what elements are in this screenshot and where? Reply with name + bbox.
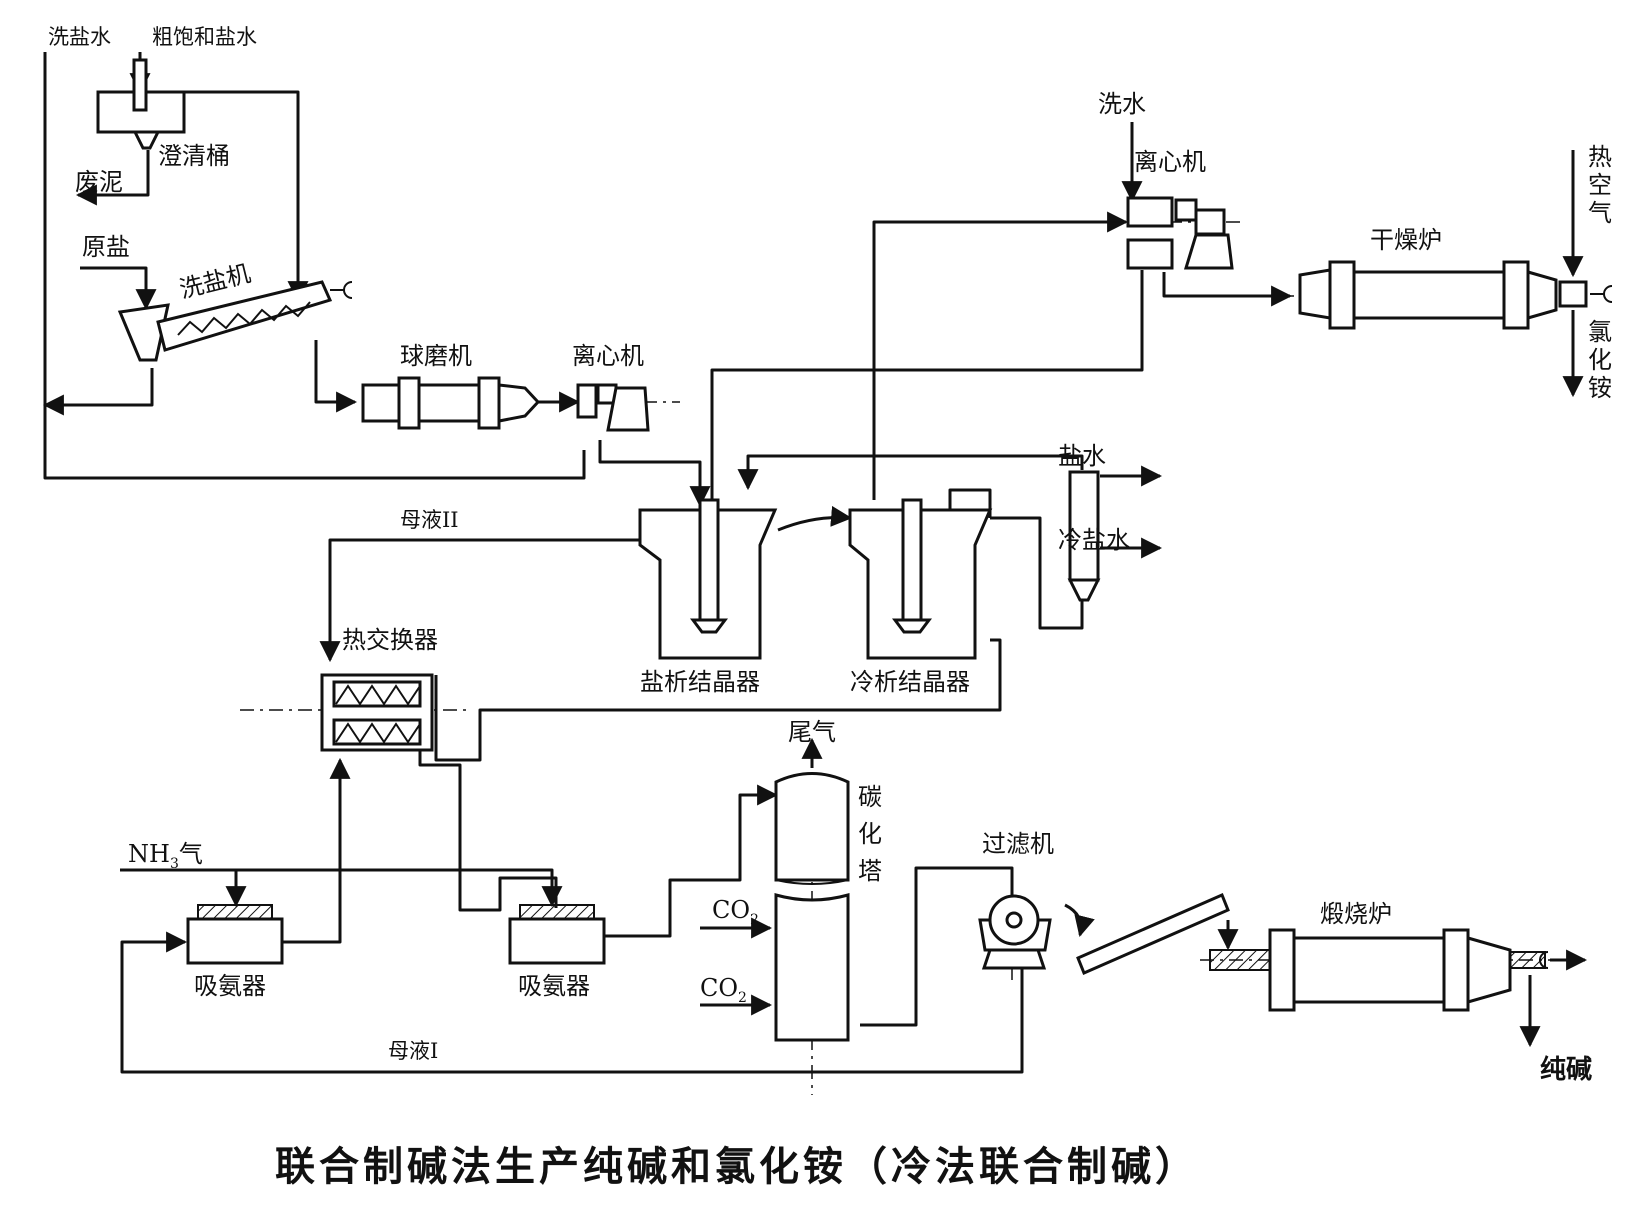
- label-ammonium-chloride: 氯化铵: [1588, 318, 1612, 402]
- clarifier: [96, 58, 186, 150]
- label-crude-brine: 粗饱和盐水: [152, 25, 257, 49]
- centrifuge1-to-crystallizer-line: [598, 440, 711, 508]
- waste-mud-line: [75, 150, 150, 206]
- co2-prefix: CO: [712, 896, 750, 924]
- label-dryer: 干燥炉: [1370, 226, 1442, 254]
- brine-cooler-loop: [990, 516, 1084, 630]
- nh3-subscript: 3: [170, 856, 179, 872]
- cooling-crystallizer-top-loop: [948, 488, 992, 518]
- filter-discharge-arrow: [1064, 903, 1095, 938]
- stream-labels: 洗盐水 粗饱和盐水 废泥 原盐 洗水 盐水 冷盐水 母液II 母液I 尾气 纯碱…: [48, 25, 1612, 1085]
- salt-washer: [117, 280, 353, 362]
- cooling-crystallizer: [848, 498, 993, 660]
- label-cooling-crystallizer: 冷析结晶器: [850, 668, 970, 696]
- calciner: [1209, 928, 1549, 1012]
- absorber2-to-tower-line: [604, 784, 779, 938]
- label-salting-crystallizer: 盐析结晶器: [640, 668, 760, 696]
- label-filter: 过滤机: [982, 830, 1054, 858]
- washer-to-mill-line: [314, 340, 358, 413]
- wash-salt-water-line: [43, 52, 586, 480]
- label-mother-liquor-2: 母液II: [400, 508, 459, 532]
- vertical-char: 化: [1588, 346, 1612, 374]
- salting-crystallizer: [638, 498, 778, 660]
- brine-cooler: [1067, 470, 1101, 602]
- label-co2-upper: CO2: [712, 896, 759, 928]
- label-soda-ash: 纯碱: [1540, 1054, 1592, 1085]
- cooler-return-line: [737, 454, 1084, 491]
- label-tail-gas: 尾气: [788, 718, 836, 746]
- label-carbonation-tower-1: 碳: [858, 783, 882, 811]
- cooling-crystallizer-up-line: [872, 211, 1129, 500]
- salting-crystallizer-up-line: [710, 270, 1144, 500]
- label-mother-liquor-1: 母液I: [388, 1039, 438, 1063]
- nh3-gas-line: [120, 868, 563, 908]
- vertical-char: 热: [1588, 143, 1612, 171]
- vertical-char: 氯: [1588, 318, 1612, 346]
- centrifuge2-to-dryer-line: [1162, 272, 1293, 307]
- label-ammonia-absorber-1: 吸氨器: [194, 972, 266, 1000]
- label-carbonation-tower-3: 塔: [858, 857, 882, 885]
- dryer: [1298, 260, 1613, 330]
- heat-exchanger: [320, 673, 434, 752]
- label-raw-salt: 原盐: [82, 233, 130, 261]
- label-ammonia-absorber-2: 吸氨器: [518, 972, 590, 1000]
- washer-return-line: [42, 368, 154, 416]
- ball-mill: [361, 376, 541, 430]
- co2-subscript: 2: [738, 990, 747, 1006]
- conveyor: [1076, 893, 1230, 975]
- vertical-char: 铵: [1588, 374, 1612, 402]
- flow-lines: [42, 52, 1588, 1074]
- raw-salt-line: [80, 266, 157, 311]
- vertical-char: 气: [1588, 199, 1612, 227]
- nh3-prefix: NH: [128, 840, 170, 868]
- hx-to-cooling-crystallizer-line: [434, 638, 1002, 762]
- label-cold-brine: 冷盐水: [1058, 526, 1130, 554]
- crystallizer-transfer-line: [777, 505, 853, 532]
- ammonia-absorber-2: [508, 904, 606, 965]
- label-centrifuge-2: 离心机: [1134, 148, 1206, 176]
- label-calciner: 煅烧炉: [1320, 900, 1392, 928]
- tower-to-filter-line: [860, 866, 1014, 1027]
- mother-liquor-1-line: [120, 931, 1024, 1074]
- label-nh3-gas: NH3气: [128, 840, 203, 872]
- label-hot-air: 热空气: [1588, 143, 1612, 227]
- co2-prefix: CO: [700, 974, 738, 1002]
- label-carbonation-tower-2: 化: [858, 820, 882, 848]
- label-brine: 盐水: [1058, 442, 1106, 470]
- crude-brine-line: [140, 90, 309, 303]
- label-salt-washer: 洗盐机: [177, 259, 254, 304]
- mother-liquor-2-line: [319, 538, 640, 663]
- label-co2-lower: CO2: [700, 974, 747, 1006]
- filter: [978, 894, 1052, 970]
- centrifuge-1: [576, 383, 650, 432]
- label-waste-mud: 废泥: [75, 168, 123, 196]
- hx-bottom-out-line: [418, 750, 558, 912]
- label-clarifier: 澄清桶: [158, 142, 230, 170]
- nh3-suffix: 气: [179, 840, 203, 868]
- label-centrifuge-1: 离心机: [572, 342, 644, 370]
- vertical-char: 空: [1588, 171, 1612, 199]
- absorber1-to-absorber2-line: [282, 932, 342, 944]
- ammonia-absorber-1: [186, 904, 284, 965]
- co2-subscript: 2: [750, 912, 759, 928]
- label-wash-water: 洗水: [1098, 90, 1146, 118]
- label-heat-exchanger: 热交换器: [342, 626, 438, 654]
- carbonation-tower: [774, 772, 850, 1042]
- centrifuge-2: [1126, 196, 1234, 270]
- diagram-title: 联合制碱法生产纯碱和氯化铵（冷法联合制碱）: [275, 1143, 1199, 1190]
- label-ball-mill: 球磨机: [400, 342, 472, 370]
- label-wash-salt-water: 洗盐水: [48, 25, 111, 49]
